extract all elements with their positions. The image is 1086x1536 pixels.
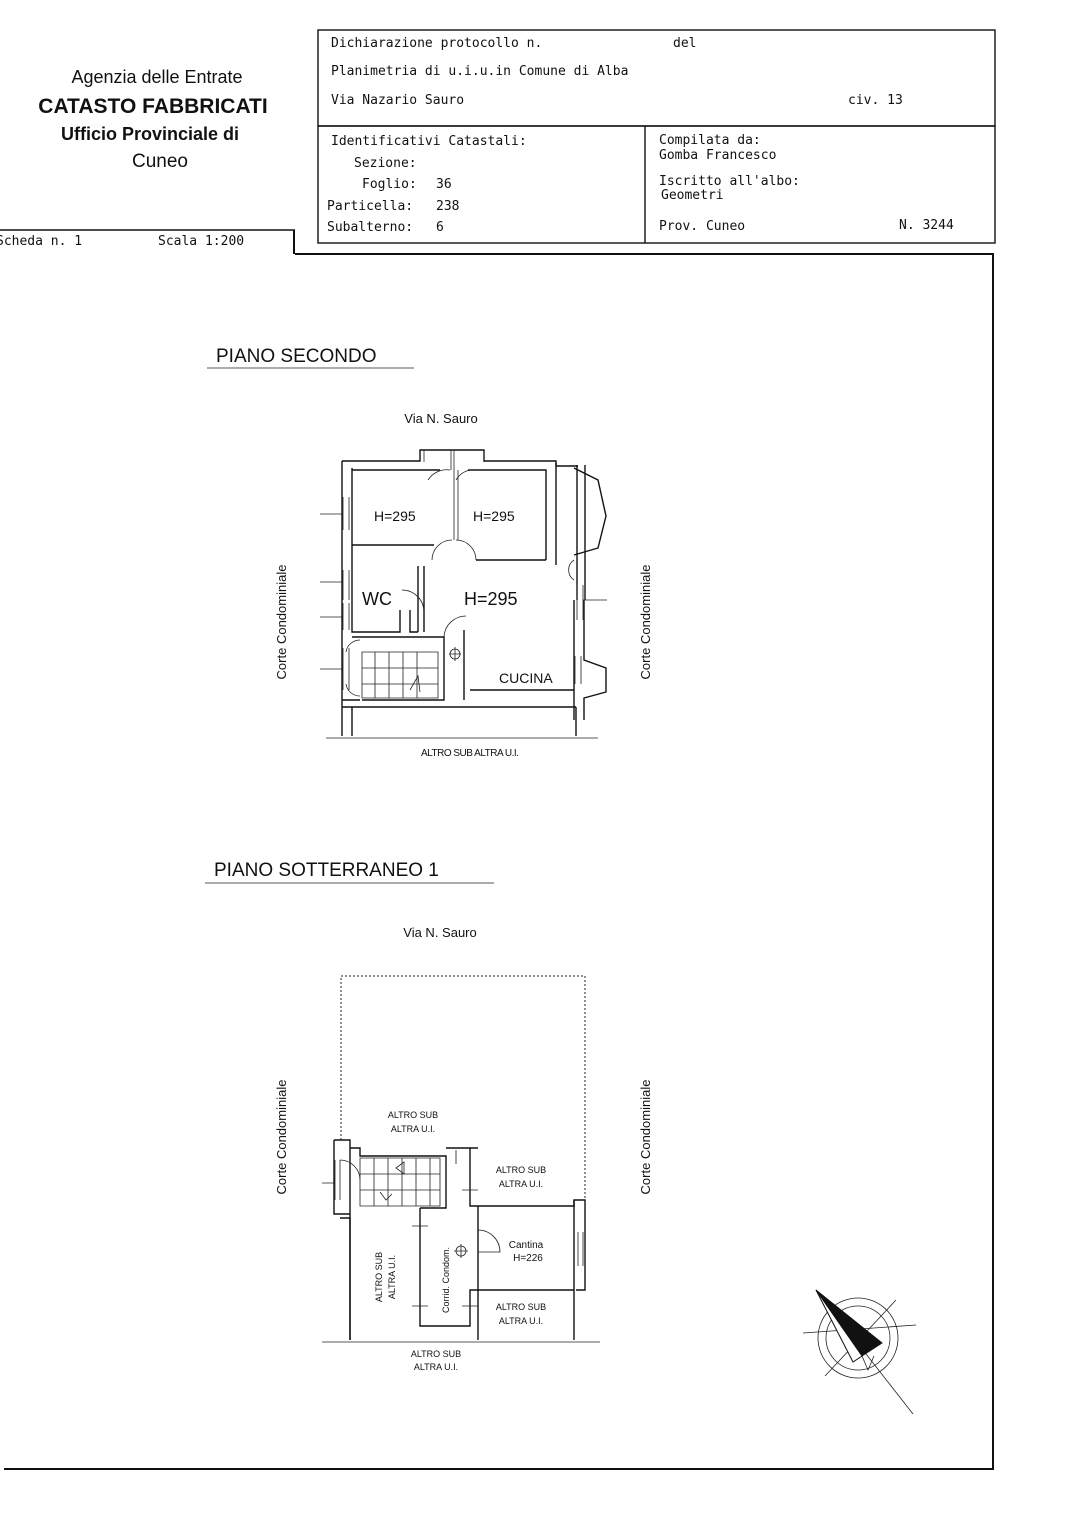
corte-left-1: Corte Condominiale	[274, 565, 289, 680]
dichiarazione-label: Dichiarazione protocollo n.	[331, 36, 542, 51]
room2-height: H=295	[473, 508, 515, 524]
ufficio-label: Ufficio Provinciale di	[61, 124, 239, 144]
identificativi-title: Identificativi Catastali:	[331, 134, 527, 149]
altro-sub-left: ALTRO SUB	[374, 1252, 384, 1302]
prov-label: Prov. Cuneo	[659, 219, 745, 234]
cucina-label: CUCINA	[499, 670, 553, 686]
catasto-title: CATASTO FABBRICATI	[38, 95, 267, 118]
ufficio-city: Cuneo	[132, 151, 188, 172]
compilata-title: Compilata da:	[659, 133, 761, 148]
piano-secondo-title: PIANO SECONDO	[216, 346, 376, 367]
scheda-number: Scheda n. 1	[0, 234, 82, 249]
particella-value: 238	[436, 199, 459, 214]
subalterno-label: Subalterno:	[327, 220, 413, 235]
piano-sotterraneo-title: PIANO SOTTERRANEO 1	[214, 860, 439, 881]
altro-sub-top: ALTRO SUB	[388, 1110, 438, 1120]
room1-height: H=295	[374, 508, 416, 524]
altra-ui-right2: ALTRA U.I.	[499, 1316, 543, 1326]
altra-ui-bottom: ALTRA U.I.	[414, 1362, 458, 1372]
via-label: Via Nazario Sauro	[331, 93, 464, 108]
altro-sub-right2: ALTRO SUB	[496, 1302, 546, 1312]
living-height: H=295	[464, 589, 518, 609]
piano-secondo: PIANO SECONDO Via N. Sauro	[207, 346, 653, 759]
header-box: Dichiarazione protocollo n. del Planimet…	[317, 29, 996, 127]
scheda-scale: Scala 1:200	[158, 234, 244, 249]
sezione-label: Sezione:	[354, 156, 417, 171]
altro-sub-bottom: ALTRO SUB	[411, 1349, 461, 1359]
piano-secondo-street: Via N. Sauro	[404, 411, 477, 426]
piano-sotterraneo: PIANO SOTTERRANEO 1 Via N. Sauro ALTRO S…	[205, 860, 653, 1372]
compilata-name: Gomba Francesco	[659, 148, 776, 163]
corte-right-1: Corte Condominiale	[638, 565, 653, 680]
altra-ui-left: ALTRA U.I.	[387, 1255, 397, 1299]
particella-label: Particella:	[327, 199, 413, 214]
corridoio-label: Corrid. Condom.	[441, 1247, 451, 1313]
wc-label: WC	[362, 589, 392, 609]
altra-ui-top: ALTRA U.I.	[391, 1124, 435, 1134]
subalterno-value: 6	[436, 220, 444, 235]
iscrizione-number: N. 3244	[899, 218, 954, 233]
piano-sotterraneo-street: Via N. Sauro	[403, 925, 476, 940]
piano-secondo-bottom-label: ALTRO SUB ALTRA U.I.	[421, 748, 518, 759]
drawing-frame	[4, 253, 994, 1470]
identificativi-box: Identificativi Catastali: Sezione: Fogli…	[317, 125, 996, 244]
foglio-value: 36	[436, 177, 452, 192]
altra-ui-right1: ALTRA U.I.	[499, 1179, 543, 1189]
cantina-label: Cantina	[509, 1240, 544, 1251]
foglio-label: Foglio:	[362, 177, 417, 192]
altro-sub-right1: ALTRO SUB	[496, 1165, 546, 1175]
civico-label: civ. 13	[848, 93, 903, 108]
planimetria-label: Planimetria di u.i.u.in Comune di Alba	[331, 64, 628, 79]
albo-value: Geometri	[661, 188, 724, 203]
corte-left-2: Corte Condominiale	[274, 1080, 289, 1195]
agency-name: Agenzia delle Entrate	[71, 67, 242, 87]
corte-right-2: Corte Condominiale	[638, 1080, 653, 1195]
agency-heading: Agenzia delle Entrate CATASTO FABBRICATI…	[38, 67, 267, 172]
cantina-height: H=226	[513, 1253, 543, 1264]
del-label: del	[673, 36, 696, 51]
scheda-row: Scheda n. 1 Scala 1:200	[0, 229, 295, 254]
iscritto-label: Iscritto all'albo:	[659, 174, 800, 189]
north-arrow-icon	[802, 1289, 917, 1415]
